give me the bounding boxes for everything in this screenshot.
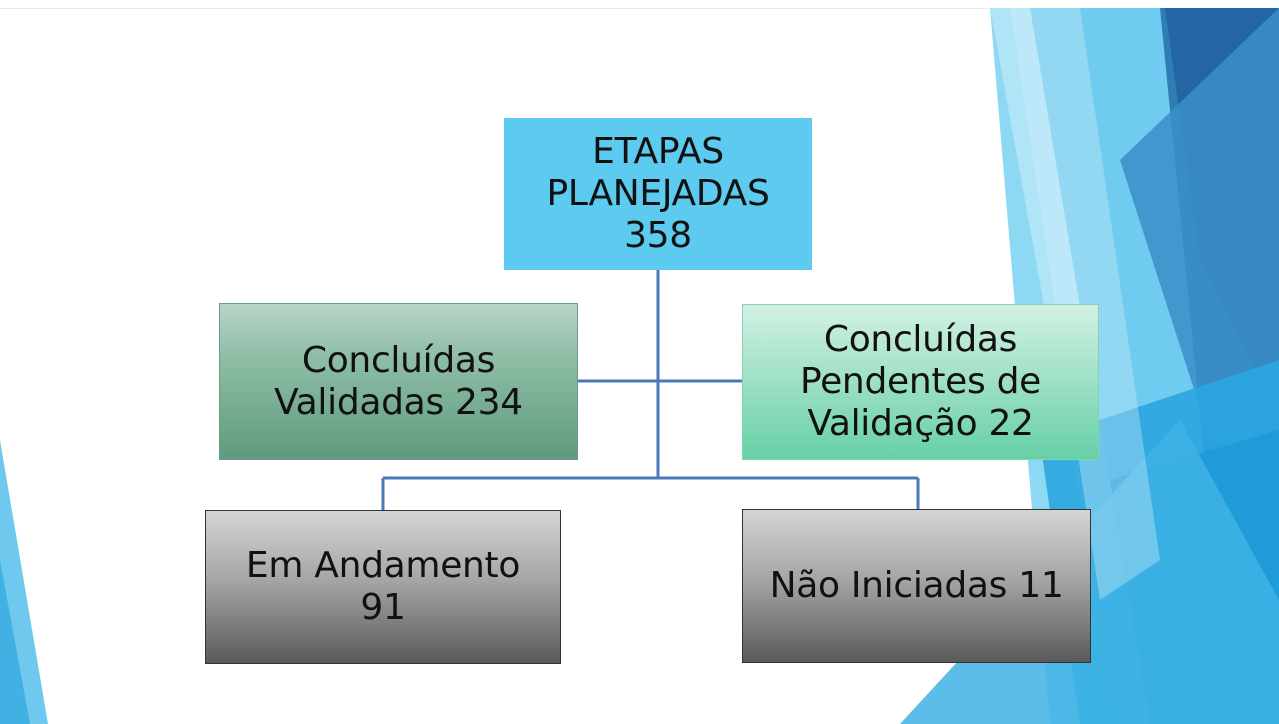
node-not-started-label: Não Iniciadas 11 bbox=[769, 565, 1064, 606]
node-completed-pending-validation-label: Concluídas Pendentes de Validação 22 bbox=[799, 319, 1042, 444]
node-completed-pending-validation: Concluídas Pendentes de Validação 22 bbox=[742, 304, 1099, 460]
node-planned-stages: ETAPAS PLANEJADAS 358 bbox=[504, 118, 812, 270]
node-in-progress: Em Andamento 91 bbox=[205, 510, 561, 664]
node-completed-validated-label: Concluídas Validadas 234 bbox=[274, 339, 523, 423]
node-not-started: Não Iniciadas 11 bbox=[742, 509, 1091, 663]
node-in-progress-label: Em Andamento 91 bbox=[245, 545, 521, 628]
node-completed-validated: Concluídas Validadas 234 bbox=[219, 303, 578, 460]
node-planned-stages-label: ETAPAS PLANEJADAS 358 bbox=[546, 131, 770, 256]
slide-top-frame bbox=[0, 0, 1279, 9]
